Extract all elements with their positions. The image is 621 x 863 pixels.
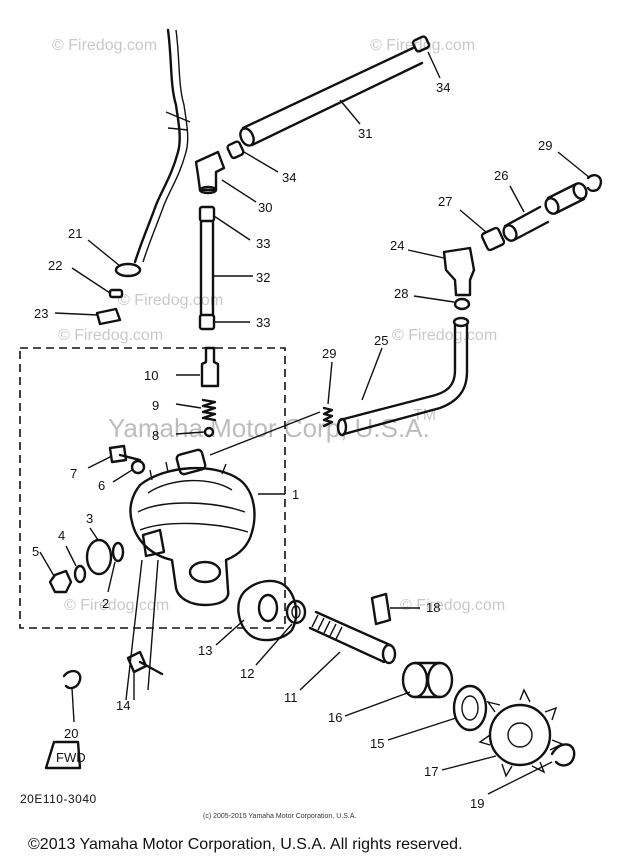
cable-upper xyxy=(133,28,191,264)
callout-17: 17 xyxy=(424,764,438,779)
part-7-screw xyxy=(108,444,142,464)
callout-4: 4 xyxy=(58,528,65,543)
callout-22: 22 xyxy=(48,258,62,273)
callout-19: 19 xyxy=(470,796,484,811)
callout-26: 26 xyxy=(494,168,508,183)
watermark-center: Yamaha Motor Corp, U.S.A. xyxy=(108,413,430,443)
pump-assembly-boundary xyxy=(19,347,286,629)
callout-34-mid: 34 xyxy=(282,170,296,185)
watermark-brand-7: © Firedog.com xyxy=(400,597,505,614)
part-31-pipe xyxy=(239,46,424,147)
callout-8: 8 xyxy=(152,428,159,443)
callout-7: 7 xyxy=(70,466,77,481)
callout-28: 28 xyxy=(394,286,408,301)
diagram-part-code: 20E110-3040 xyxy=(20,792,97,806)
part-32-33-hose xyxy=(198,205,216,331)
leader-lines xyxy=(39,51,591,795)
watermark-brand-6: © Firedog.com xyxy=(64,597,169,614)
footer-copyright: ©2013 Yamaha Motor Corporation, U.S.A. A… xyxy=(28,836,463,853)
part-29-clip-top xyxy=(586,174,603,192)
watermark-brand-1: © Firedog.com xyxy=(52,37,157,54)
part-2-washer xyxy=(111,541,125,563)
part-19-circlip xyxy=(550,743,576,767)
inner-copyright: (c) 2005-2015 Yamaha Motor Corporation, … xyxy=(203,813,357,820)
part-29-spring xyxy=(322,406,334,428)
part-6-washer xyxy=(130,459,146,475)
part-17-gear xyxy=(478,688,564,778)
watermark-brand-3: © Firedog.com xyxy=(58,327,163,344)
part-9-spring xyxy=(201,398,217,422)
callout-24: 24 xyxy=(390,238,404,253)
callout-13: 13 xyxy=(198,643,212,658)
callout-2: 2 xyxy=(102,596,109,611)
part-3-plate xyxy=(85,538,113,576)
part-34-nut xyxy=(226,35,431,160)
part-8-ball xyxy=(203,426,215,438)
fwd-indicator: FWD xyxy=(44,740,86,770)
callout-10: 10 xyxy=(144,368,158,383)
callout-5: 5 xyxy=(32,544,39,559)
part-26-hose xyxy=(502,182,588,242)
callout-1: 1 xyxy=(292,487,299,502)
part-14-bolt xyxy=(126,650,164,676)
parts-21-23-bracket xyxy=(95,262,142,326)
part-1-oil-pump xyxy=(129,448,256,607)
callout-14: 14 xyxy=(116,698,130,713)
callout-12: 12 xyxy=(240,666,254,681)
callout-3: 3 xyxy=(86,511,93,526)
callout-30: 30 xyxy=(258,200,272,215)
part-20-clip xyxy=(62,669,82,690)
part-16-collar xyxy=(401,661,454,699)
watermark-brand-5: © Firedog.com xyxy=(392,327,497,344)
callout-16: 16 xyxy=(328,710,342,725)
part-15-bearing xyxy=(452,684,488,732)
callout-labels: 34 31 34 30 33 32 33 10 9 8 7 6 21 22 23… xyxy=(32,80,552,811)
callout-20: 20 xyxy=(64,726,78,741)
callout-33-top: 33 xyxy=(256,236,270,251)
callout-21: 21 xyxy=(68,226,82,241)
part-5-nut xyxy=(48,569,73,594)
callout-29-mid: 29 xyxy=(322,346,336,361)
callout-11: 11 xyxy=(284,690,298,705)
callout-31: 31 xyxy=(358,126,372,141)
callout-23: 23 xyxy=(34,306,48,321)
callout-32: 32 xyxy=(256,270,270,285)
part-13-gasket xyxy=(237,579,298,642)
watermark-brand-4: © Firedog.com xyxy=(118,292,223,309)
watermark-brand-2: © Firedog.com xyxy=(370,37,475,54)
part-11-shaft xyxy=(308,610,397,665)
callout-25: 25 xyxy=(374,333,388,348)
part-27-nut xyxy=(480,226,506,252)
part-30-elbow xyxy=(194,150,226,195)
fwd-label: FWD xyxy=(56,750,86,765)
callout-29-top: 29 xyxy=(538,138,552,153)
part-10-fitting xyxy=(200,346,220,388)
part-18-pin xyxy=(370,592,392,626)
part-28-clip xyxy=(453,297,471,311)
part-24-fitting xyxy=(442,246,476,297)
callout-9: 9 xyxy=(152,398,159,413)
part-25-hose xyxy=(336,316,470,437)
callout-18: 18 xyxy=(426,600,440,615)
callout-33-bottom: 33 xyxy=(256,315,270,330)
callout-27: 27 xyxy=(438,194,452,209)
callout-6: 6 xyxy=(98,478,105,493)
callout-34-top: 34 xyxy=(436,80,450,95)
callout-15: 15 xyxy=(370,736,384,751)
part-4-washer xyxy=(73,564,87,584)
watermark-layer: © Firedog.com © Firedog.com © Firedog.co… xyxy=(52,37,505,614)
part-12-oil-seal xyxy=(285,599,307,625)
